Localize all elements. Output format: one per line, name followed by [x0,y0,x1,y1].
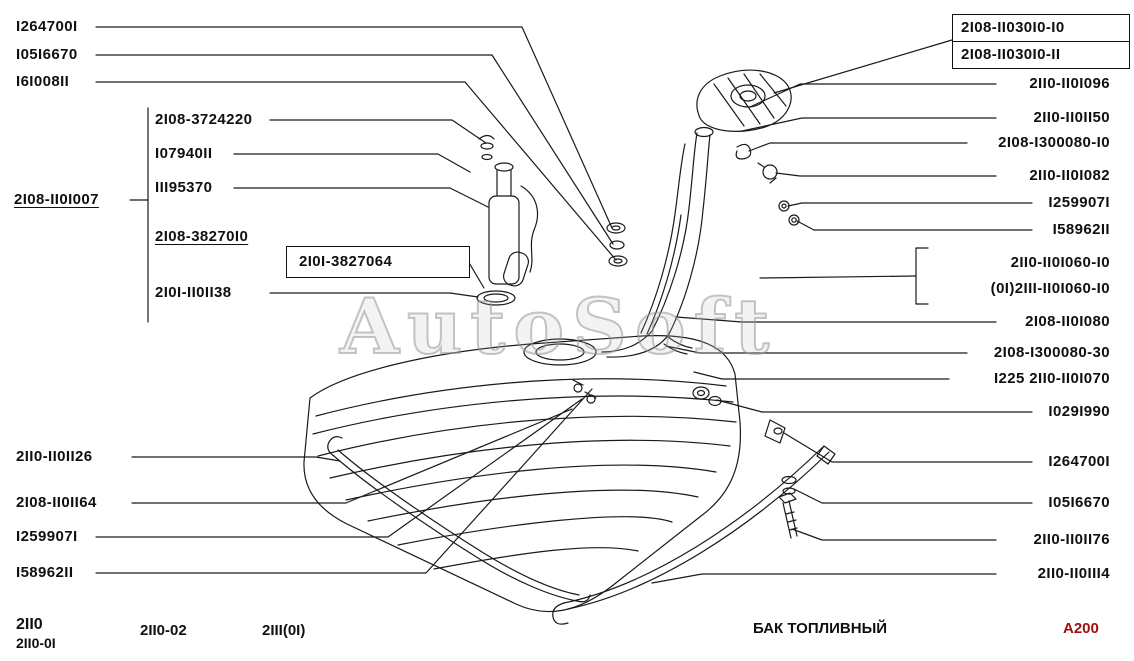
part-label-right-3: 2I08-I300080-I0 [998,134,1110,151]
part-label-rightmid-2: 2I08-I300080-30 [993,344,1110,361]
part-label-sender-group: 2I08-38270I0 [155,228,249,245]
part-label-gasket: 2I0I-II0II38 [155,284,232,301]
part-label-rightmid-3: I225 2II0-II0I070 [993,370,1110,387]
part-label-cap-2: 2I08-II030I0-II [953,41,1129,68]
part-label-cap-box: 2I08-II030I0-I0 2I08-II030I0-II [952,14,1130,69]
footer-model-3: 2III(0I) [262,622,306,639]
part-label-lowerleft-1: 2II0-II0II26 [16,448,93,465]
part-label-right-6: I58962II [1052,221,1110,238]
footer-page-code: A200 [1063,620,1099,637]
part-label-lowerleft-2: 2I08-II0II64 [16,494,97,511]
part-label-rightbot-2: I05I6670 [1048,494,1110,511]
strap-mount-hardware [764,419,798,539]
part-label-sender-box: 2I0I-3827064 [286,246,470,278]
part-label-pump-2: I07940II [155,145,213,162]
filler-pipe [601,126,714,358]
part-label-left-3: I6I008II [16,73,70,90]
vent-hose-grommets [663,336,722,407]
part-label-rightbot-1: I264700I [1048,453,1110,470]
part-label-pipe-bracket-1: 2II0-II0I060-I0 [1010,254,1110,271]
part-label-pipe-bracket-2: (0I)2III-II0I060-I0 [990,280,1110,297]
filler-cap-housing [696,69,792,132]
part-label-sender-boxed: 2I0I-3827064 [299,253,393,270]
part-label-left-1: I264700I [16,18,78,35]
fuel-tank [303,335,742,613]
part-label-rightbot-3: 2II0-II0II76 [1033,531,1110,548]
pipe-hardware [735,143,800,226]
part-label-cap-1: 2I08-II030I0-I0 [961,19,1065,36]
part-label-lowerleft-3: I259907I [16,528,78,545]
footer-model-2: 2II0-02 [140,622,187,639]
footer-title: БАК ТОПЛИВНЫЙ [753,620,888,637]
part-label-lowerleft-4: I58962II [16,564,74,581]
footer-model-sub: 2II0-0I [16,635,56,651]
grommet-washer-stack [606,222,628,267]
part-label-right-4: 2II0-II0I082 [1029,167,1110,184]
part-label-rightbot-4: 2II0-II0III4 [1037,565,1110,582]
leader-lines [95,26,1033,584]
part-label-pump-1: 2I08-3724220 [155,111,253,128]
rear-strap [552,445,836,625]
part-label-rightmid-4: I029I990 [1048,403,1110,420]
part-label-rightmid-1: 2I08-II0I080 [1025,313,1110,330]
footer-model-main: 2II0 [16,616,43,633]
part-label-left-2: I05I6670 [16,46,78,63]
part-label-pump-assembly: 2I08-II0I007 [14,191,99,208]
part-label-right-5: I259907I [1048,194,1110,211]
part-label-right-1: 2II0-II0I096 [1029,75,1110,92]
part-label-right-2: 2II0-II0II50 [1033,109,1110,126]
fuel-pump-module [476,134,539,306]
part-label-pump-3: III95370 [155,179,213,196]
